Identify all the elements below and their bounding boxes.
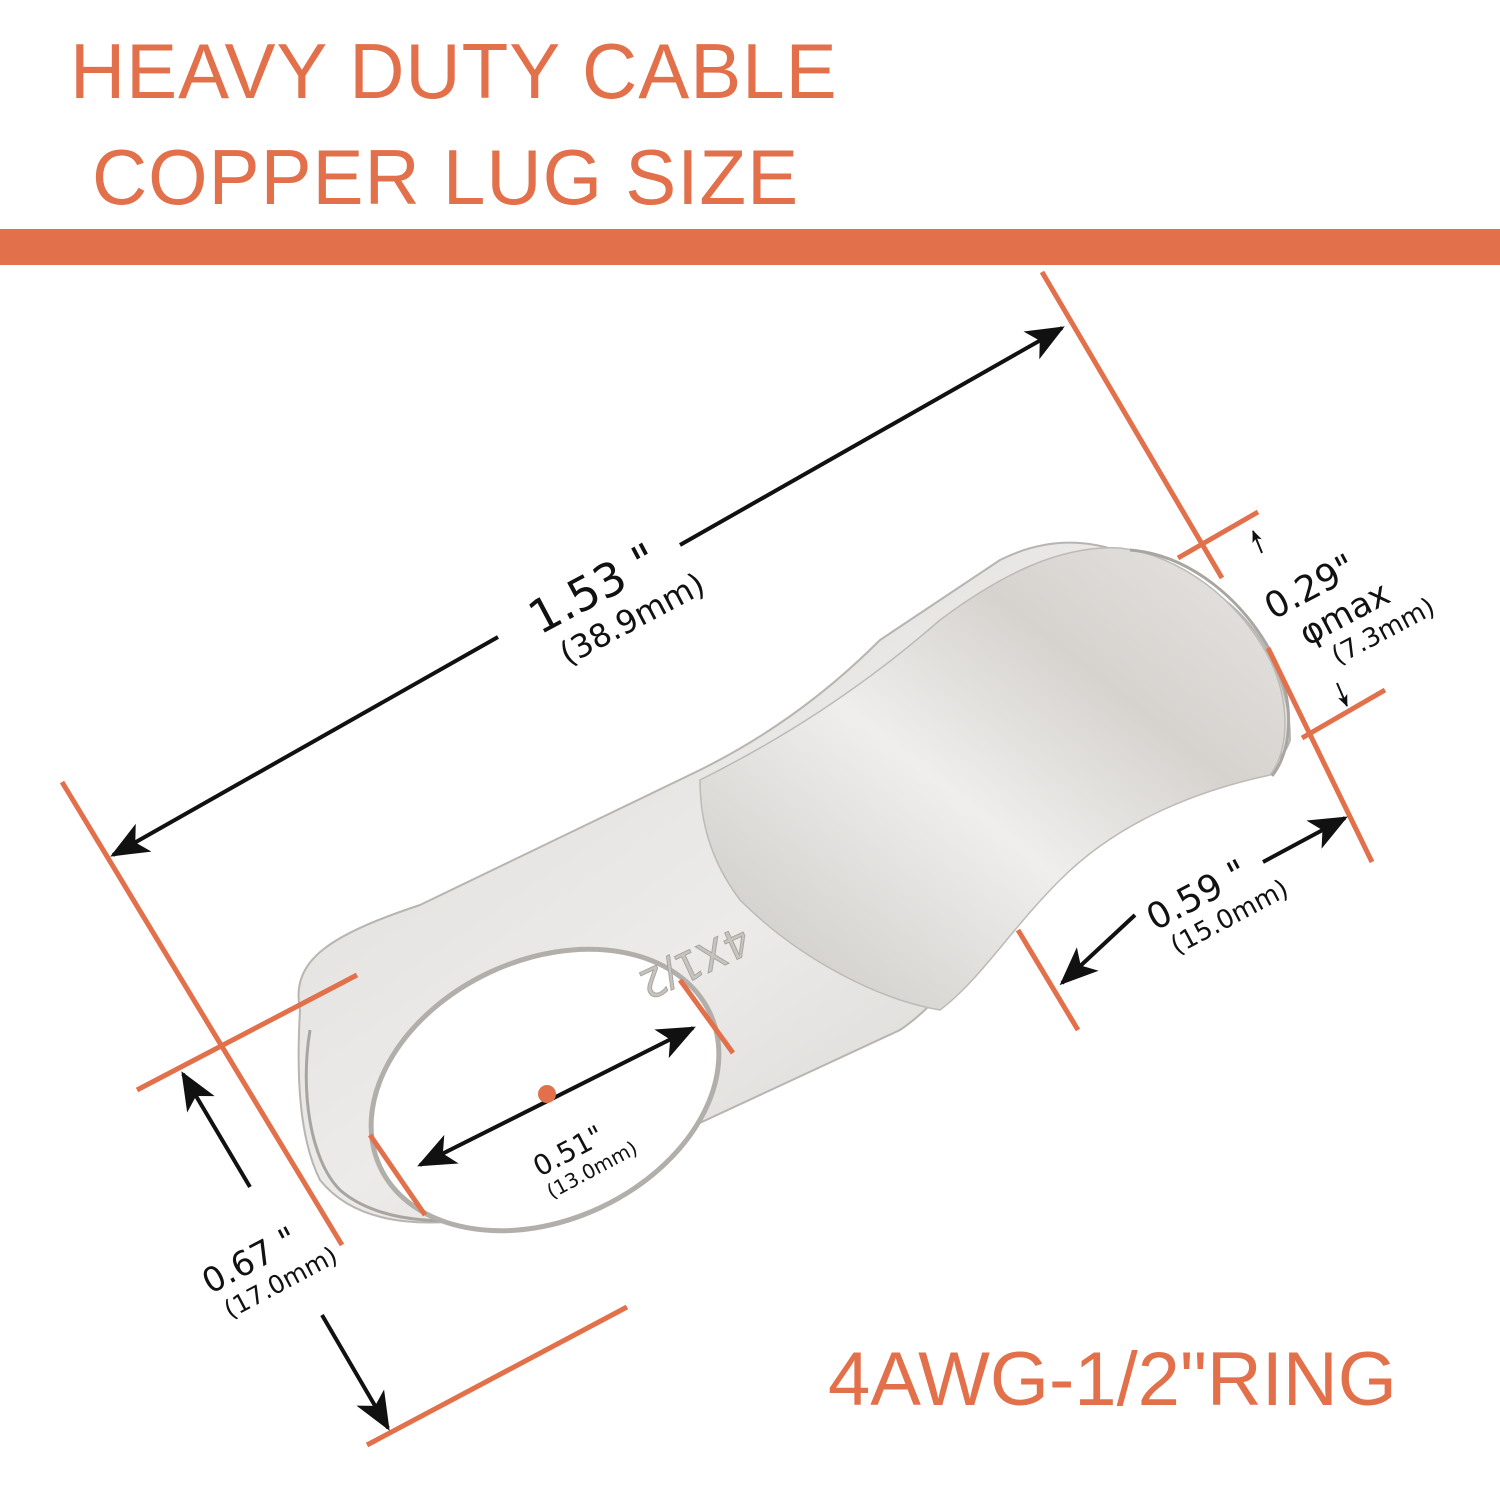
title-line-1: HEAVY DUTY CABLE <box>70 27 838 115</box>
accent-band <box>0 229 1500 265</box>
length-arrow-right <box>679 326 1065 547</box>
width-arrow-up <box>181 1071 252 1189</box>
dimension-arrows <box>110 326 1348 1431</box>
model-label: 4AWG-1/2"RING <box>828 1337 1397 1422</box>
hole-arrow <box>417 1026 696 1167</box>
title-line-2: COPPER LUG SIZE <box>92 133 800 221</box>
lug-barrel <box>699 547 1286 1011</box>
dia-arrow-down <box>1336 682 1348 707</box>
extension-lines <box>59 270 1387 1448</box>
dia-arrow-up <box>1252 530 1263 554</box>
width-arrow-down <box>320 1313 390 1431</box>
hole-center-dot <box>538 1085 556 1103</box>
length-arrow-left <box>110 635 499 857</box>
barrel-arrow-right <box>1262 816 1348 864</box>
lug-body: 4X1/2 <box>297 541 1292 1234</box>
barrel-arrow-left <box>1059 913 1137 986</box>
